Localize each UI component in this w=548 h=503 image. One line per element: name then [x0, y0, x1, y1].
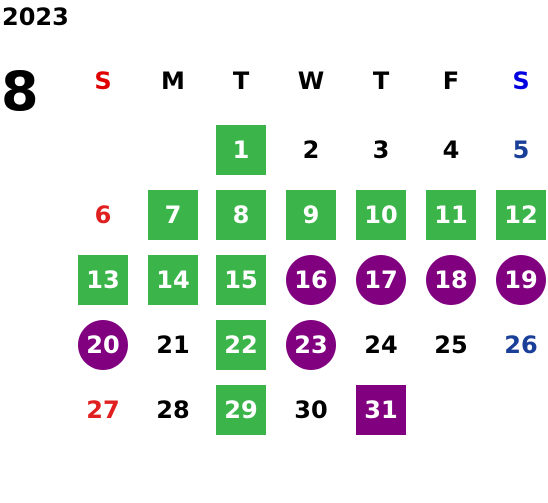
calendar-year: 2023 — [2, 3, 69, 31]
weekday-label: S — [512, 67, 530, 95]
day-cell-10[interactable]: 10 — [356, 190, 406, 240]
weekday-label: F — [442, 67, 460, 95]
weekday-label: S — [94, 67, 112, 95]
weekday-label: T — [372, 67, 390, 95]
day-cell-21[interactable]: 21 — [156, 331, 190, 359]
day-cell-11[interactable]: 11 — [426, 190, 476, 240]
day-cell-22[interactable]: 22 — [216, 320, 266, 370]
day-cell-25[interactable]: 25 — [434, 331, 468, 359]
day-cell-20[interactable]: 20 — [78, 320, 128, 370]
day-cell-30[interactable]: 30 — [294, 396, 328, 424]
day-cell-31[interactable]: 31 — [356, 385, 406, 435]
day-cell-4[interactable]: 4 — [442, 136, 460, 164]
weekday-label: T — [232, 67, 250, 95]
weekday-label: W — [297, 67, 325, 95]
day-cell-12[interactable]: 12 — [496, 190, 546, 240]
weekday-label: M — [161, 67, 185, 95]
calendar-month: 8 — [1, 60, 39, 123]
day-cell-29[interactable]: 29 — [216, 385, 266, 435]
day-cell-19[interactable]: 19 — [496, 255, 546, 305]
day-cell-28[interactable]: 28 — [156, 396, 190, 424]
day-cell-17[interactable]: 17 — [356, 255, 406, 305]
day-cell-8[interactable]: 8 — [216, 190, 266, 240]
day-cell-7[interactable]: 7 — [148, 190, 198, 240]
day-cell-13[interactable]: 13 — [78, 255, 128, 305]
day-cell-24[interactable]: 24 — [364, 331, 398, 359]
day-cell-18[interactable]: 18 — [426, 255, 476, 305]
day-cell-16[interactable]: 16 — [286, 255, 336, 305]
day-cell-3[interactable]: 3 — [372, 136, 390, 164]
day-cell-27[interactable]: 27 — [86, 396, 120, 424]
day-cell-9[interactable]: 9 — [286, 190, 336, 240]
day-cell-26[interactable]: 26 — [504, 331, 538, 359]
day-cell-23[interactable]: 23 — [286, 320, 336, 370]
day-cell-5[interactable]: 5 — [512, 136, 530, 164]
day-cell-1[interactable]: 1 — [216, 125, 266, 175]
day-cell-6[interactable]: 6 — [94, 201, 112, 229]
day-cell-15[interactable]: 15 — [216, 255, 266, 305]
day-cell-2[interactable]: 2 — [302, 136, 320, 164]
day-cell-14[interactable]: 14 — [148, 255, 198, 305]
